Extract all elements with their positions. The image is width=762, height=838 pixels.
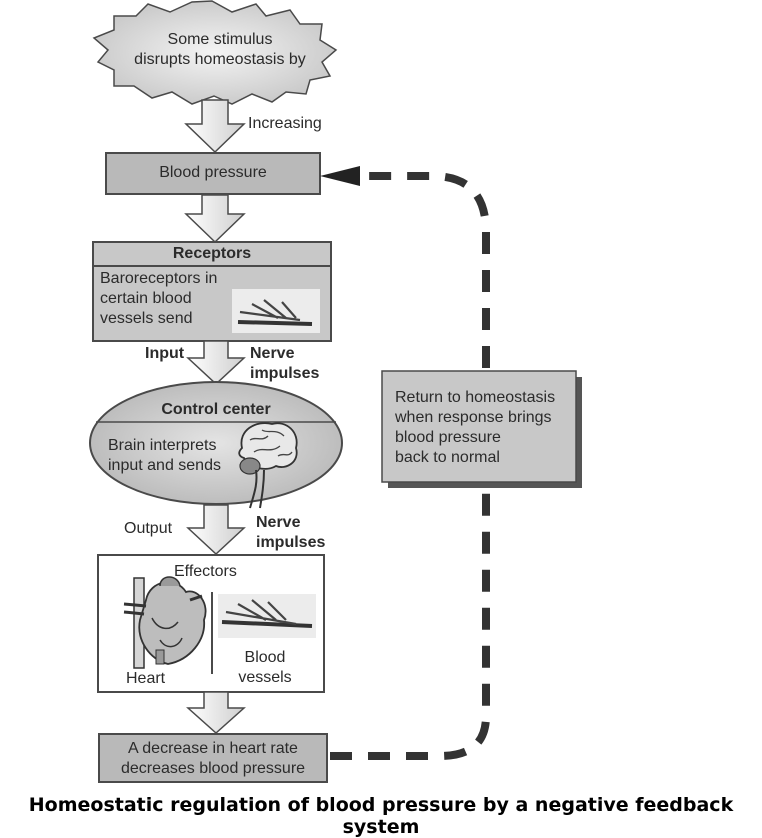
control-center-title: Control center [161,401,271,418]
feedback-line-3: blood pressure [395,429,501,446]
label-nerve-impulses-1: Nerve impulses [250,344,319,384]
arrow-stimulus-to-bp [184,99,246,154]
arrow-effectors-to-result [186,691,246,735]
receptor-vessel-image [232,289,320,333]
label-nerve-impulses-2: Nerve impulses [256,513,325,553]
label-nerve-impulses-2-line-2: impulses [256,534,326,551]
receptors-line-3: vessels send [100,310,193,327]
receptors-line-2: certain blood [100,290,192,307]
feedback-text: Return to homeostasis when response brin… [395,388,575,468]
result-text: A decrease in heart rate decreases blood… [99,739,327,779]
result-box [98,733,328,783]
control-center-description: Brain interprets input and sends [108,436,248,476]
vessels-label-line-1: Blood [244,649,286,666]
vessels-label: Blood vessels [222,648,308,688]
result-line-1: A decrease in heart rate [128,740,298,757]
feedback-box [381,370,577,483]
feedback-line-4: back to normal [395,449,500,466]
brain-icon [238,422,298,509]
caption: Homeostatic regulation of blood pressure… [28,794,734,838]
control-center-line-2: input and sends [108,457,221,474]
receptors-line-1: Baroreceptors in [100,270,218,287]
receptors-description: Baroreceptors in certain blood vessels s… [100,269,240,329]
effector-vessel-image [218,594,316,638]
blood-pressure-label: Blood pressure [159,164,267,181]
heart-label: Heart [126,670,166,687]
result-line-2: decreases blood pressure [120,760,306,777]
heart-icon [123,576,207,669]
label-input: Input [145,345,185,362]
arrow-bp-to-receptors [184,194,246,244]
control-center-line-1: Brain interprets [108,437,217,454]
blood-pressure-box [105,152,321,195]
feedback-line-2: when response brings [395,409,552,426]
feedback-arrowhead [320,166,360,186]
label-output: Output [124,520,173,537]
label-nerve-impulses-1-line-2: impulses [250,365,320,382]
feedback-line-1: Return to homeostasis [395,389,556,406]
receptors-title: Receptors [172,245,252,262]
stimulus-text: Some stimulus disrupts homeostasis by [130,30,310,70]
control-center-ellipse [89,381,343,505]
vessels-label-line-2: vessels [238,669,292,686]
label-increasing: Increasing [248,115,322,132]
effectors-title: Effectors [174,563,237,580]
arrow-receptors-to-control [186,340,246,386]
stimulus-line-1: Some stimulus [167,31,273,48]
label-nerve-impulses-2-line-1: Nerve [256,514,301,531]
label-nerve-impulses-1-line-1: Nerve [250,345,295,362]
stimulus-line-2: disrupts homeostasis by [134,51,306,68]
arrow-control-to-effectors [186,504,246,556]
